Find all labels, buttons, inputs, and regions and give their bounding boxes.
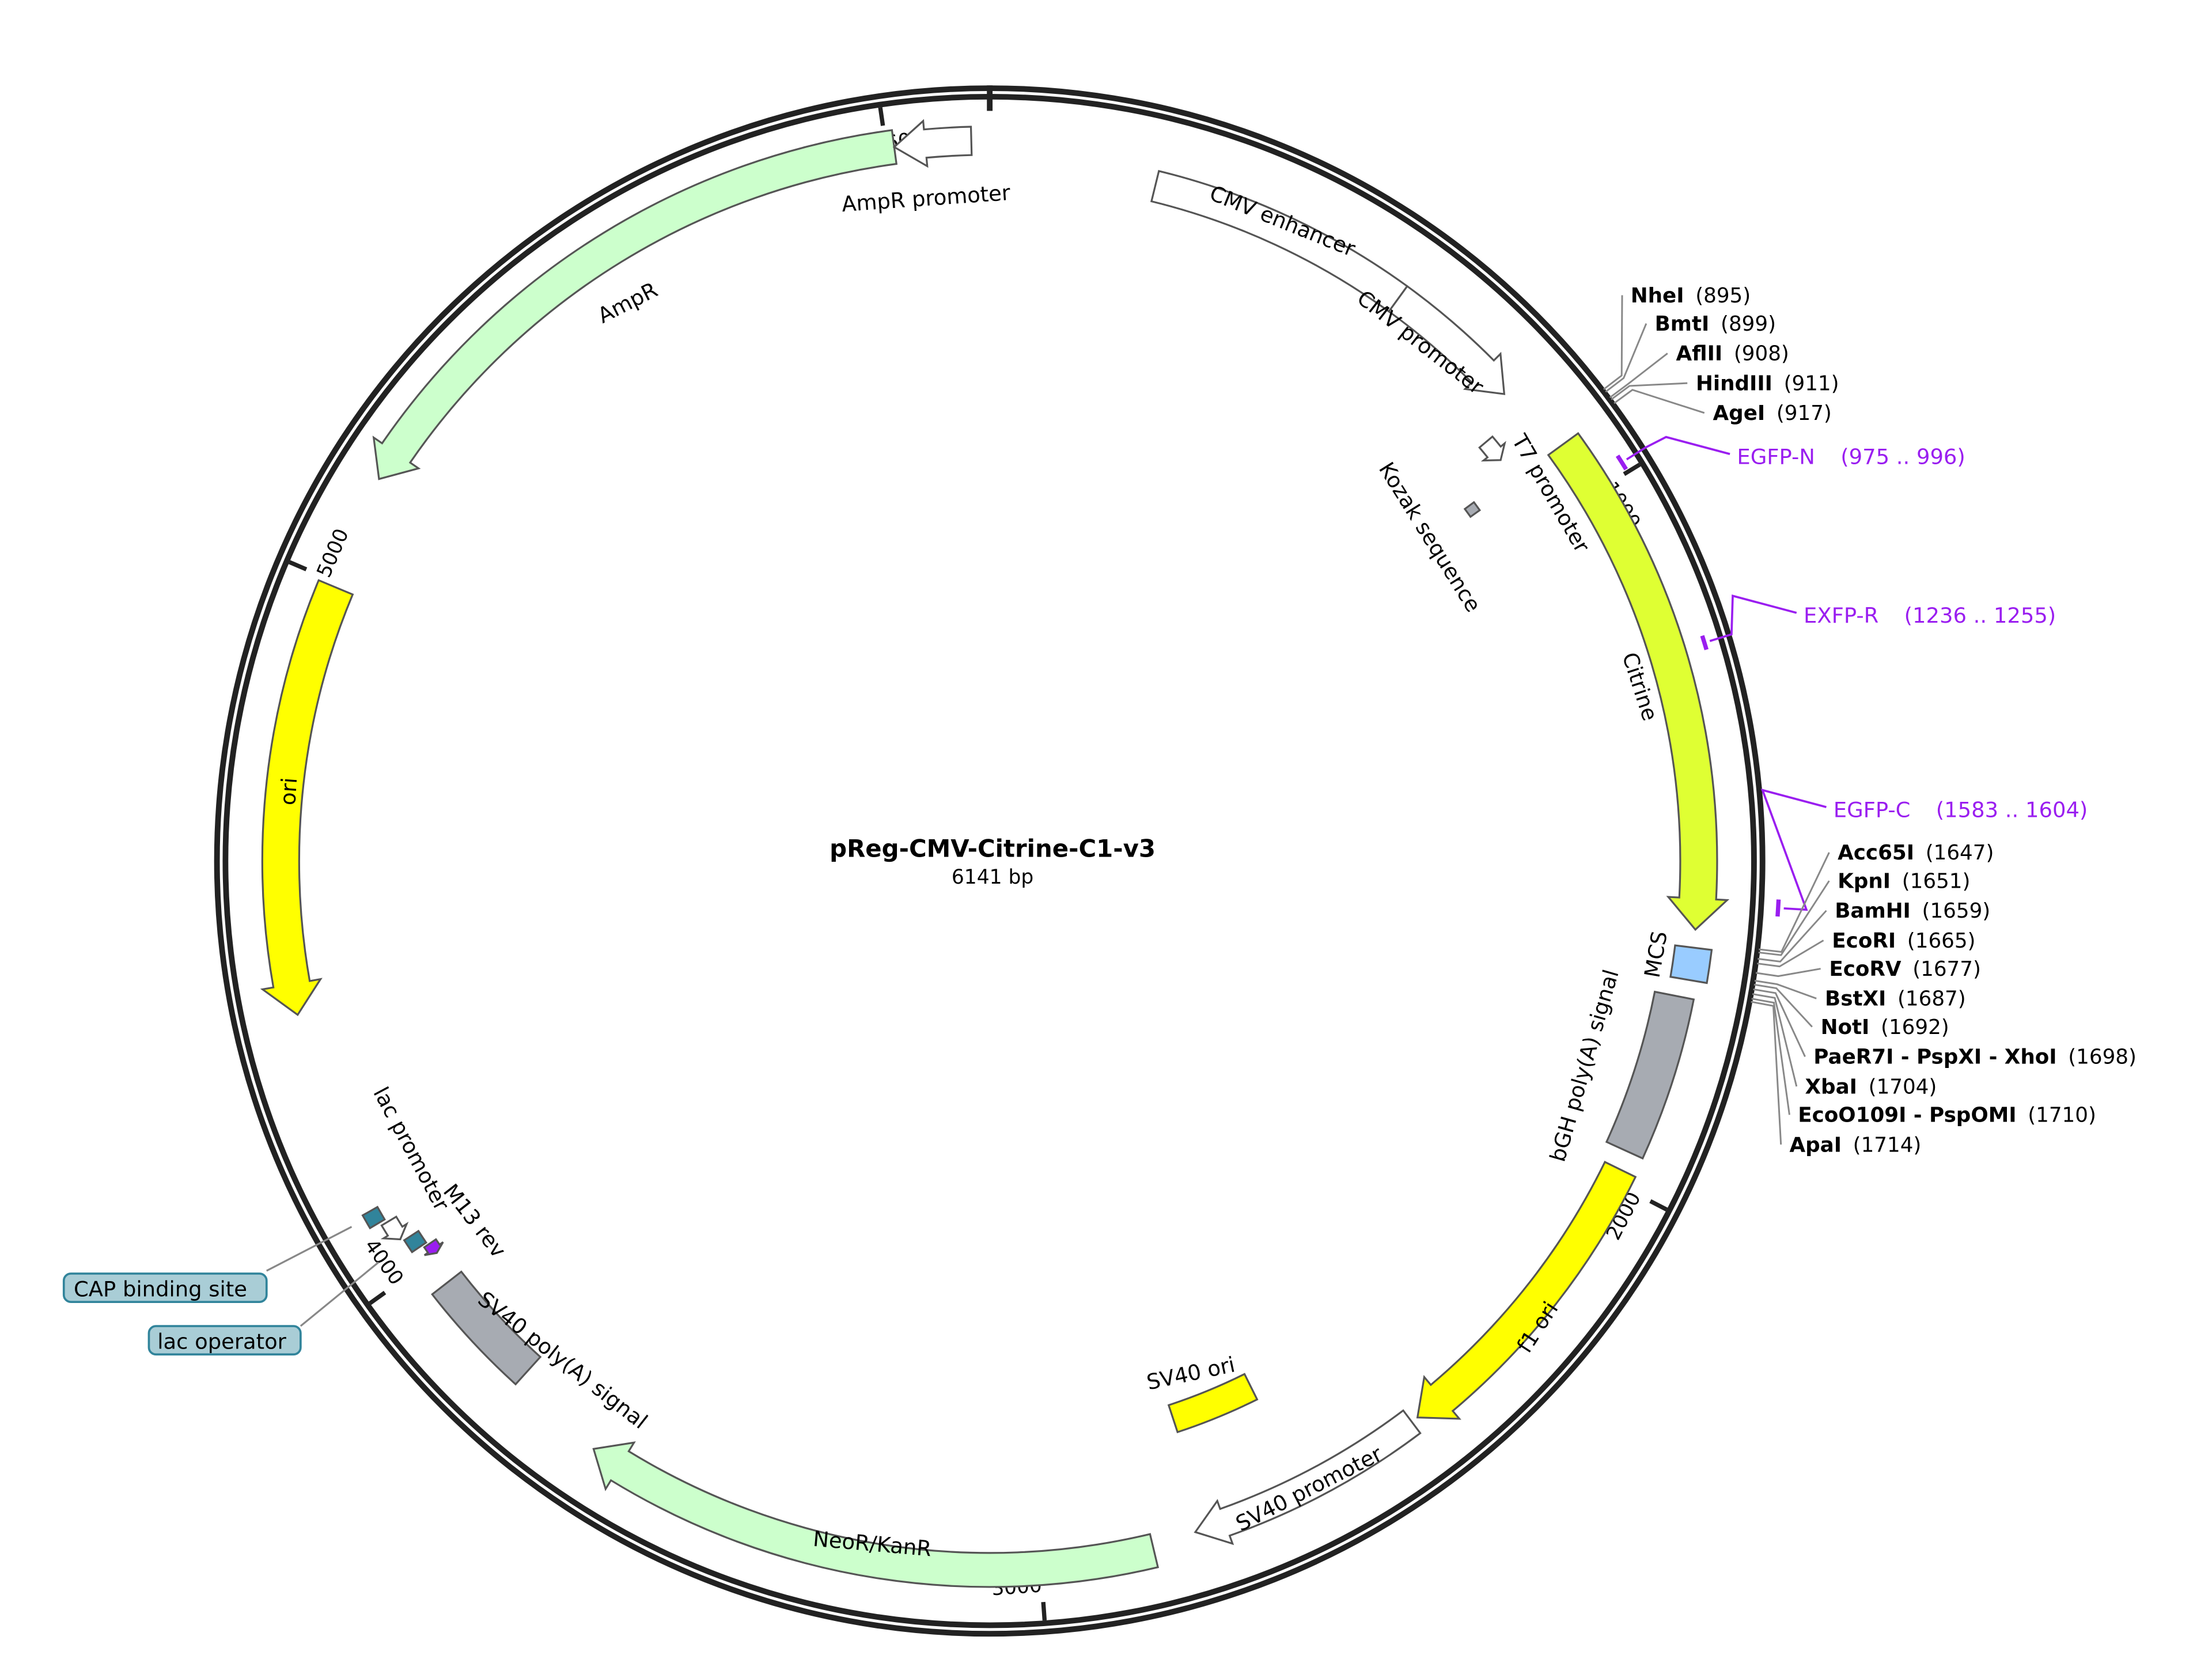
feature-neor-kanr[interactable] xyxy=(592,1441,1160,1588)
feature-sv40-promoter[interactable] xyxy=(1194,1409,1422,1546)
enzyme-label[interactable]: Acc65I(1647) xyxy=(1838,841,1994,865)
tick-mark xyxy=(878,107,885,126)
plasmid-name: pReg-CMV-Citrine-C1-v3 xyxy=(830,834,1156,862)
cap-binding-site-label: CAP binding site xyxy=(74,1277,247,1301)
enzyme-label[interactable]: XbaI(1704) xyxy=(1805,1075,1937,1099)
enzyme-label[interactable]: NotI(1692) xyxy=(1821,1016,1949,1039)
enzyme-label[interactable]: EcoRI(1665) xyxy=(1832,929,1975,953)
feature-cmv-promoter[interactable] xyxy=(1387,285,1506,395)
enzyme-site-line xyxy=(1759,852,1830,953)
enzyme-label[interactable]: EcoRV(1677) xyxy=(1829,957,1981,981)
features xyxy=(260,119,1730,1588)
primer-leader-line xyxy=(1709,594,1797,642)
feature-bgh-poly-a-signal[interactable] xyxy=(1605,990,1695,1160)
primer-labels: EGFP-N(975 .. 996) EXFP-R(1236 .. 1255) … xyxy=(1737,444,2088,822)
feature-kozak-sequence[interactable] xyxy=(1463,501,1482,518)
tick-label: 5000 xyxy=(313,525,354,581)
plasmid-backbone xyxy=(214,85,1766,1637)
primer-egfp-n[interactable]: EGFP-N(975 .. 996) xyxy=(1737,444,1965,469)
feature-label-m13-rev[interactable]: M13 rev xyxy=(438,1179,511,1262)
enzyme-label[interactable]: BstXI(1687) xyxy=(1825,987,1966,1011)
feature-f1-ori[interactable] xyxy=(1416,1161,1637,1420)
enzyme-label[interactable]: HindIII(911) xyxy=(1696,372,1839,395)
primer-leader-line xyxy=(1760,788,1827,911)
plasmid-length: 6141 bp xyxy=(952,866,1033,889)
feature-m13-rev[interactable] xyxy=(423,1238,444,1256)
enzyme-label[interactable]: EcoO109I - PspOMI(1710) xyxy=(1798,1104,2096,1127)
enzyme-label[interactable]: NheI(895) xyxy=(1631,284,1751,308)
feature-sv40-ori[interactable] xyxy=(1167,1373,1259,1434)
enzyme-label[interactable]: AgeI(917) xyxy=(1713,401,1832,425)
tick-mark xyxy=(1649,1199,1668,1212)
tick-mark xyxy=(288,560,308,571)
feature-lac-operator[interactable] xyxy=(403,1229,428,1253)
feature-ampr-promoter[interactable] xyxy=(892,119,973,168)
primer-exfp-r[interactable]: EXFP-R(1236 .. 1255) xyxy=(1804,603,2056,628)
feature-t7-promoter[interactable] xyxy=(1478,435,1506,462)
enzyme-site-line xyxy=(1751,1001,1782,1145)
feature-label-ampr-promoter[interactable]: AmpR promoter xyxy=(841,180,1012,217)
primer-leader-line xyxy=(1626,435,1730,461)
feature-label-kozak[interactable]: Kozak sequence xyxy=(1374,458,1486,616)
enzyme-site-line xyxy=(1605,323,1647,393)
feature-lac-promoter[interactable] xyxy=(380,1215,409,1241)
enzyme-site-line xyxy=(1751,998,1790,1115)
enzyme-leader-lines xyxy=(1603,295,1830,1145)
tick-mark xyxy=(369,1290,387,1305)
enzyme-site-line xyxy=(1758,910,1827,963)
enzyme-site-line xyxy=(1603,295,1623,391)
feature-label-mcs[interactable]: MCS xyxy=(1640,929,1672,979)
callout-cap-binding-site[interactable]: CAP binding site xyxy=(62,1226,353,1304)
feature-label-ampr[interactable]: AmpR xyxy=(594,277,662,328)
tick-mark xyxy=(1623,463,1641,476)
enzyme-site-line xyxy=(1613,389,1705,414)
primer-binding-egfp-c[interactable] xyxy=(1775,899,1781,917)
tick-mark xyxy=(1041,1601,1047,1621)
enzyme-site-line xyxy=(1752,993,1798,1087)
feature-ori[interactable] xyxy=(260,579,354,1016)
enzyme-label[interactable]: AflII(908) xyxy=(1676,342,1789,366)
enzyme-label[interactable]: BamHI(1659) xyxy=(1835,899,1990,923)
feature-cap-binding-site[interactable] xyxy=(361,1206,386,1230)
primer-binding-egfp-n[interactable] xyxy=(1615,454,1628,471)
enzyme-site-line xyxy=(1609,353,1668,399)
enzyme-label[interactable]: PaeR7I - PspXI - XhoI(1698) xyxy=(1813,1046,2137,1069)
callout-lac-operator[interactable]: lac operator xyxy=(147,1262,380,1356)
primers xyxy=(1615,435,1827,917)
feature-label-ori[interactable]: ori xyxy=(275,776,302,806)
feature-mcs[interactable] xyxy=(1669,944,1713,984)
enzyme-label[interactable]: ApaI(1714) xyxy=(1789,1133,1921,1157)
enzyme-label[interactable]: BmtI(899) xyxy=(1655,312,1776,336)
lac-operator-label: lac operator xyxy=(157,1329,286,1354)
feature-label-lac-promoter[interactable]: lac promoter xyxy=(368,1083,454,1215)
enzyme-site-line xyxy=(1757,940,1824,968)
enzyme-site-line xyxy=(1754,980,1817,999)
feature-ampr[interactable] xyxy=(372,129,898,480)
feature-sv40-poly-a-signal[interactable] xyxy=(431,1270,542,1386)
enzyme-site-line xyxy=(1753,988,1806,1057)
enzyme-site-line xyxy=(1611,382,1688,400)
feature-label-sv40-promoter[interactable]: SV40 promoter xyxy=(1232,1441,1387,1536)
enzyme-site-line xyxy=(1758,880,1830,956)
enzyme-site-line xyxy=(1755,968,1821,978)
enzyme-site-line xyxy=(1753,983,1813,1028)
tick-label: 4000 xyxy=(360,1235,408,1290)
enzyme-labels: NheI(895) BmtI(899) AflII(908) HindIII(9… xyxy=(1631,284,2137,1157)
primer-egfp-c[interactable]: EGFP-C(1583 .. 1604) xyxy=(1834,797,2088,822)
feature-citrine[interactable] xyxy=(1547,432,1730,931)
primer-binding-exfp-r[interactable] xyxy=(1700,635,1709,650)
enzyme-label[interactable]: KpnI(1651) xyxy=(1838,869,1970,893)
